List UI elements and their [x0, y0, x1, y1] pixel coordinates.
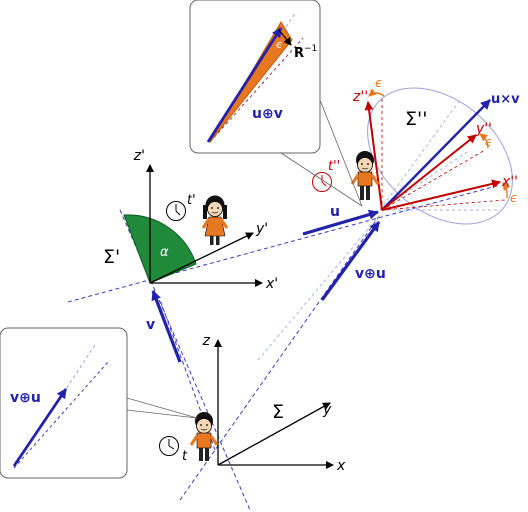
epsilon-label-z: ϵ	[375, 76, 382, 90]
inset-u-plus-v-label: u⊕v	[252, 106, 283, 122]
sigma-y-label: y	[322, 402, 332, 418]
observer-boy-sigma-double-prime	[350, 151, 380, 200]
frame-sigma: z x y Σ	[202, 333, 346, 474]
epsilon-arc-x	[502, 182, 511, 199]
sigma-dprime-time-label: t''	[328, 159, 340, 174]
inset-top-dashed-2	[209, 37, 304, 143]
vector-v-plus-u-label: v⊕u	[355, 266, 386, 282]
clock-icon-sigma-prime	[166, 201, 186, 221]
dashed-guide-lines	[67, 184, 501, 511]
alpha-angle-label: α	[160, 245, 169, 260]
sigma-frame-label: Σ	[272, 401, 284, 423]
sigma-z-label: z	[202, 333, 211, 349]
clock-icon-sigma	[159, 436, 179, 456]
alpha-sector	[123, 214, 197, 284]
sigma-prime-z-label: z'	[133, 148, 145, 164]
sigma-dprime-x-axis	[381, 179, 501, 211]
inset-bottom-pointer-1	[126, 397, 198, 419]
cross-product-label: u×v	[491, 92, 520, 107]
sigma-y-axis	[217, 402, 331, 466]
sigma-time-label: t	[182, 449, 188, 464]
inset-top-pointer-1	[280, 152, 363, 207]
observer-girl-sigma-prime	[201, 195, 229, 245]
epsilon-arc-z	[368, 88, 385, 97]
vector-v	[151, 290, 182, 363]
inset-epsilon-label: ϵ	[276, 38, 283, 51]
vector-v-label: v	[146, 317, 155, 333]
sigma-dprime-z-axis	[364, 101, 383, 211]
axis-cross-u-v	[381, 99, 491, 211]
inset-rotation-exponent: −1	[304, 44, 317, 54]
frame-sigma-prime: z' x' y' Σ' α	[103, 148, 278, 292]
epsilon-label-x: ϵ	[510, 191, 517, 205]
inset-vector-v-plus-u	[12, 388, 68, 467]
sigma-dprime-x-label: x''	[501, 174, 518, 190]
rotated-axis-x-faint	[381, 199, 506, 211]
inset-bottom-pointer-2	[126, 409, 198, 419]
vector-u-label: u	[330, 204, 340, 220]
inset-top: ϵ R−1 u⊕v	[189, 0, 363, 207]
inset-v-plus-u-label: v⊕u	[10, 390, 41, 406]
sigma-x-label: x	[336, 458, 346, 474]
observer-boy-sigma	[189, 412, 219, 461]
inset-rotation-arrow	[278, 29, 292, 46]
sigma-dprime-z-label: z''	[352, 89, 368, 105]
vector-u	[302, 209, 379, 236]
epsilon-label-y: ϵ	[485, 135, 492, 149]
inset-top-pointer-2	[319, 99, 363, 207]
velocity-vectors	[151, 209, 381, 363]
frame-sigma-double-prime: z'' y'' x'' ϵ ϵ ϵ u×v Σ''	[352, 76, 520, 225]
sigma-prime-y-axis	[149, 232, 254, 284]
sigma-prime-y-label: y'	[255, 221, 268, 237]
inset-rotation-symbol: R	[294, 46, 304, 61]
sigma-prime-x-label: x'	[265, 276, 278, 292]
sigma-dprime-frame-label: Σ''	[405, 108, 427, 130]
inset-rotation-label: R−1	[294, 44, 317, 61]
rotated-axis-y-faint	[381, 149, 486, 211]
sigma-prime-frame-label: Σ'	[103, 246, 120, 268]
sigma-dprime-y-label: y''	[475, 121, 492, 137]
clock-icon-sigma-double-prime	[312, 172, 332, 192]
inset-bottom-left: v⊕u	[0, 327, 198, 479]
sigma-dprime-y-axis	[381, 134, 477, 211]
epsilon-arc-y	[479, 133, 489, 149]
sigma-prime-time-label: t'	[187, 193, 196, 208]
vector-v-plus-u	[320, 221, 381, 301]
inset-vector-u-plus-v	[206, 27, 283, 143]
